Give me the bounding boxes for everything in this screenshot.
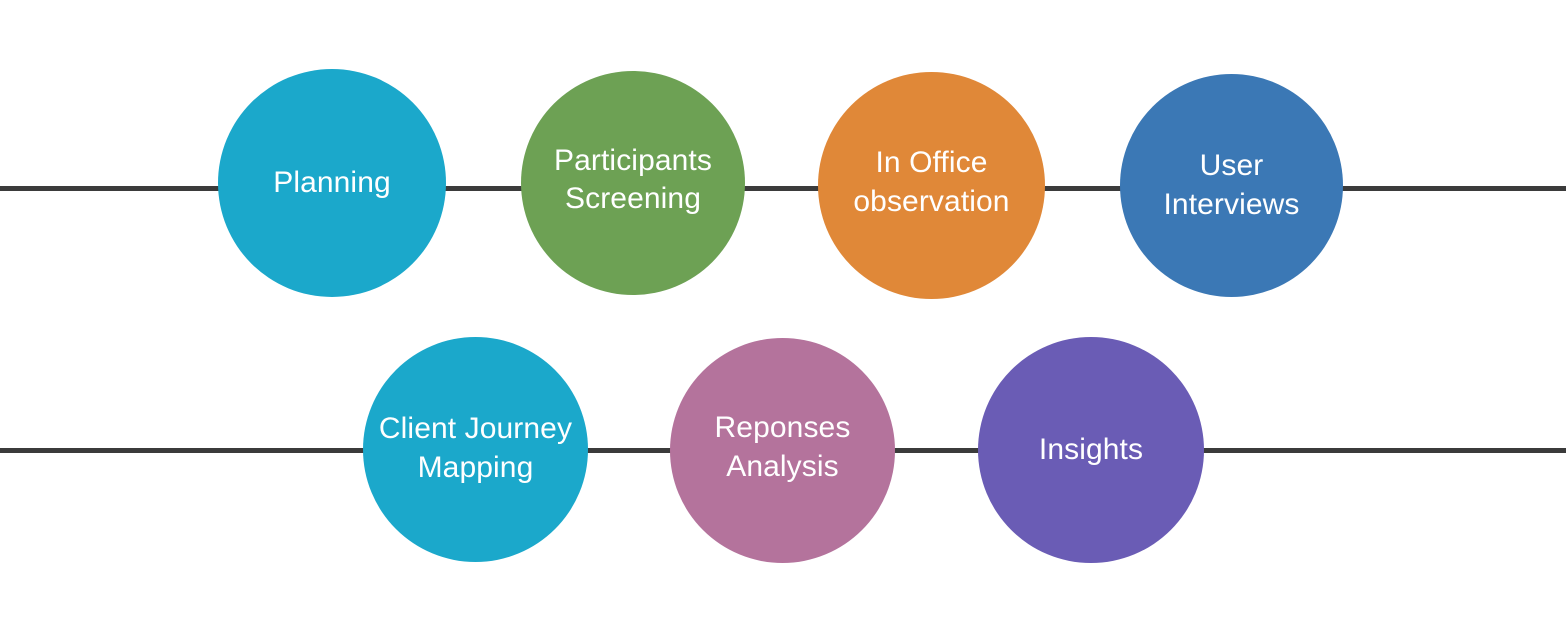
process-node-client-journey-mapping[interactable]: Client Journey Mapping [363, 337, 588, 562]
process-node-insights[interactable]: Insights [978, 337, 1204, 563]
process-node-label: Participants Screening [554, 143, 712, 215]
timeline-connector-top [0, 186, 1566, 191]
process-node-user-interviews[interactable]: User Interviews [1120, 74, 1343, 297]
process-node-in-office-observation[interactable]: In Office observation [818, 72, 1045, 299]
process-node-reponses-analysis[interactable]: Reponses Analysis [670, 338, 895, 563]
process-node-label: Insights [1038, 432, 1144, 466]
process-node-participants-screening[interactable]: Participants Screening [521, 71, 745, 295]
process-node-planning[interactable]: Planning [218, 69, 446, 297]
process-node-label: Planning [273, 165, 391, 199]
process-node-label: In Office observation [853, 146, 1010, 218]
process-node-label: Client Journey Mapping [378, 412, 573, 484]
process-node-label: Reponses Analysis [714, 411, 851, 483]
process-node-label: User Interviews [1163, 149, 1300, 221]
